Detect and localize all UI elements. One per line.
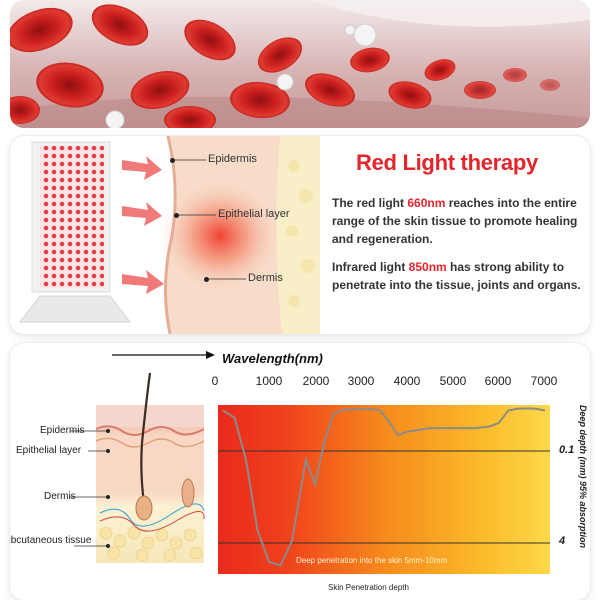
x-tick-6000: 6000	[484, 374, 512, 388]
para1-text: The red light	[332, 196, 408, 210]
y-axis-title: Deep depth (mm) 95% absorption	[578, 405, 588, 549]
skin-penetration-caption: Skin Penetration depth	[328, 583, 409, 592]
skin-label-subcutaneous: Subcutaneous tissue	[10, 535, 92, 546]
spectrum-band	[218, 405, 550, 574]
epidermis-marker	[170, 158, 175, 163]
penetration-depth-panel: Wavelength(nm) 0 1000 2000 3000 4000 500…	[10, 343, 590, 600]
red-light-info-panel: Epidermis Epithelial layer Dermis Red Li…	[10, 136, 590, 334]
red-light-description: The red light 660nm reaches into the ent…	[332, 194, 588, 248]
x-tick-4000: 4000	[393, 374, 421, 388]
epithelial-marker	[174, 213, 179, 218]
dermis-label: Dermis	[248, 272, 283, 284]
skin-diagram	[18, 136, 320, 334]
blood-cells-banner	[10, 0, 590, 128]
y-value-0-1: 0.1	[559, 444, 575, 456]
dermis-marker	[204, 277, 209, 282]
y-value-4: 4	[559, 535, 566, 547]
epithelial-layer-label: Epithelial layer	[218, 208, 290, 220]
x-tick-0: 0	[211, 374, 219, 388]
x-tick-2000: 2000	[302, 374, 330, 388]
wavelength-axis-title: Wavelength(nm)	[222, 351, 323, 366]
wavelength-660-highlight: 660nm	[407, 196, 446, 210]
x-tick-7000: 7000	[530, 374, 558, 388]
epidermis-label: Epidermis	[208, 153, 257, 165]
penetration-chart	[70, 351, 550, 574]
skin-label-dermis: Dermis	[44, 491, 76, 502]
absorption-curve	[222, 407, 546, 567]
para2-text: Infrared light	[332, 260, 409, 274]
x-tick-3000: 3000	[347, 374, 375, 388]
para2-text-end: has strong ability to penetrate into the…	[332, 260, 581, 292]
blood-cells-illustration	[10, 0, 590, 128]
x-tick-5000: 5000	[439, 374, 467, 388]
page-title: Red Light therapy	[356, 150, 538, 175]
x-tick-1000: 1000	[255, 374, 283, 388]
para1-text-end: reaches into the entire range of the ski…	[332, 196, 578, 246]
skin-label-epithelial: Epithelial layer	[16, 445, 82, 456]
wavelength-850-highlight: 850nm	[408, 260, 447, 274]
infrared-description: Infrared light 850nm has strong ability …	[332, 258, 588, 294]
skin-label-epidermis: Epidermis	[40, 425, 85, 436]
deep-penetration-note: Deep penetration into the skin 5mm-10mm	[296, 556, 448, 565]
